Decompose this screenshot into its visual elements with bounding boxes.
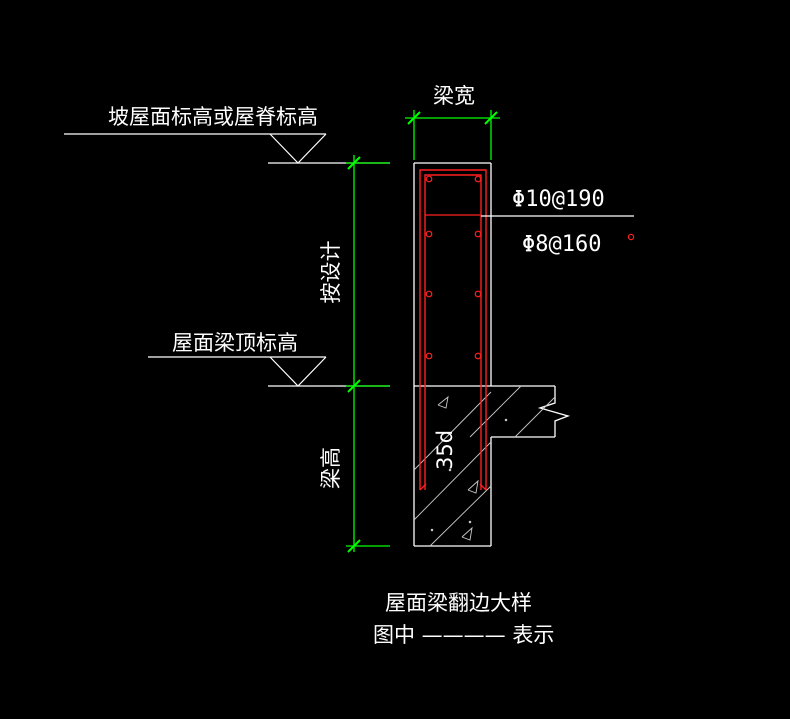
by-design-label: 按设计 bbox=[319, 241, 343, 304]
drawing-caption: 屋面梁翻边大样 图中 ———— 表示 bbox=[373, 591, 554, 647]
upturn-rebar-cage bbox=[419, 169, 487, 491]
anchorage-length-label: 35d bbox=[433, 430, 457, 470]
sloped-roof-elevation-mark: 坡屋面标高或屋脊标高 bbox=[64, 105, 390, 164]
beam-width-label: 梁宽 bbox=[433, 84, 475, 108]
stirrup-callout: Φ10@190 bbox=[512, 187, 605, 212]
distribution-bar-callout: Φ8@160 bbox=[522, 232, 601, 257]
caption-title: 屋面梁翻边大样 bbox=[385, 591, 532, 615]
concrete-section-outline bbox=[413, 162, 571, 547]
height-dimension-chain: 按设计 梁高 bbox=[319, 155, 390, 553]
beam-width-dimension: 梁宽 bbox=[405, 84, 500, 160]
longitudinal-bars bbox=[425, 175, 635, 360]
sloped-roof-elevation-label: 坡屋面标高或屋脊标高 bbox=[108, 105, 318, 129]
caption-legend: 图中 ———— 表示 bbox=[373, 623, 554, 647]
rebar-callouts: Φ10@190 Φ8@160 bbox=[481, 187, 634, 257]
concrete-hatching bbox=[413, 385, 556, 547]
roof-beam-top-elevation-label: 屋面梁顶标高 bbox=[172, 331, 298, 355]
beam-height-label: 梁高 bbox=[319, 447, 343, 489]
